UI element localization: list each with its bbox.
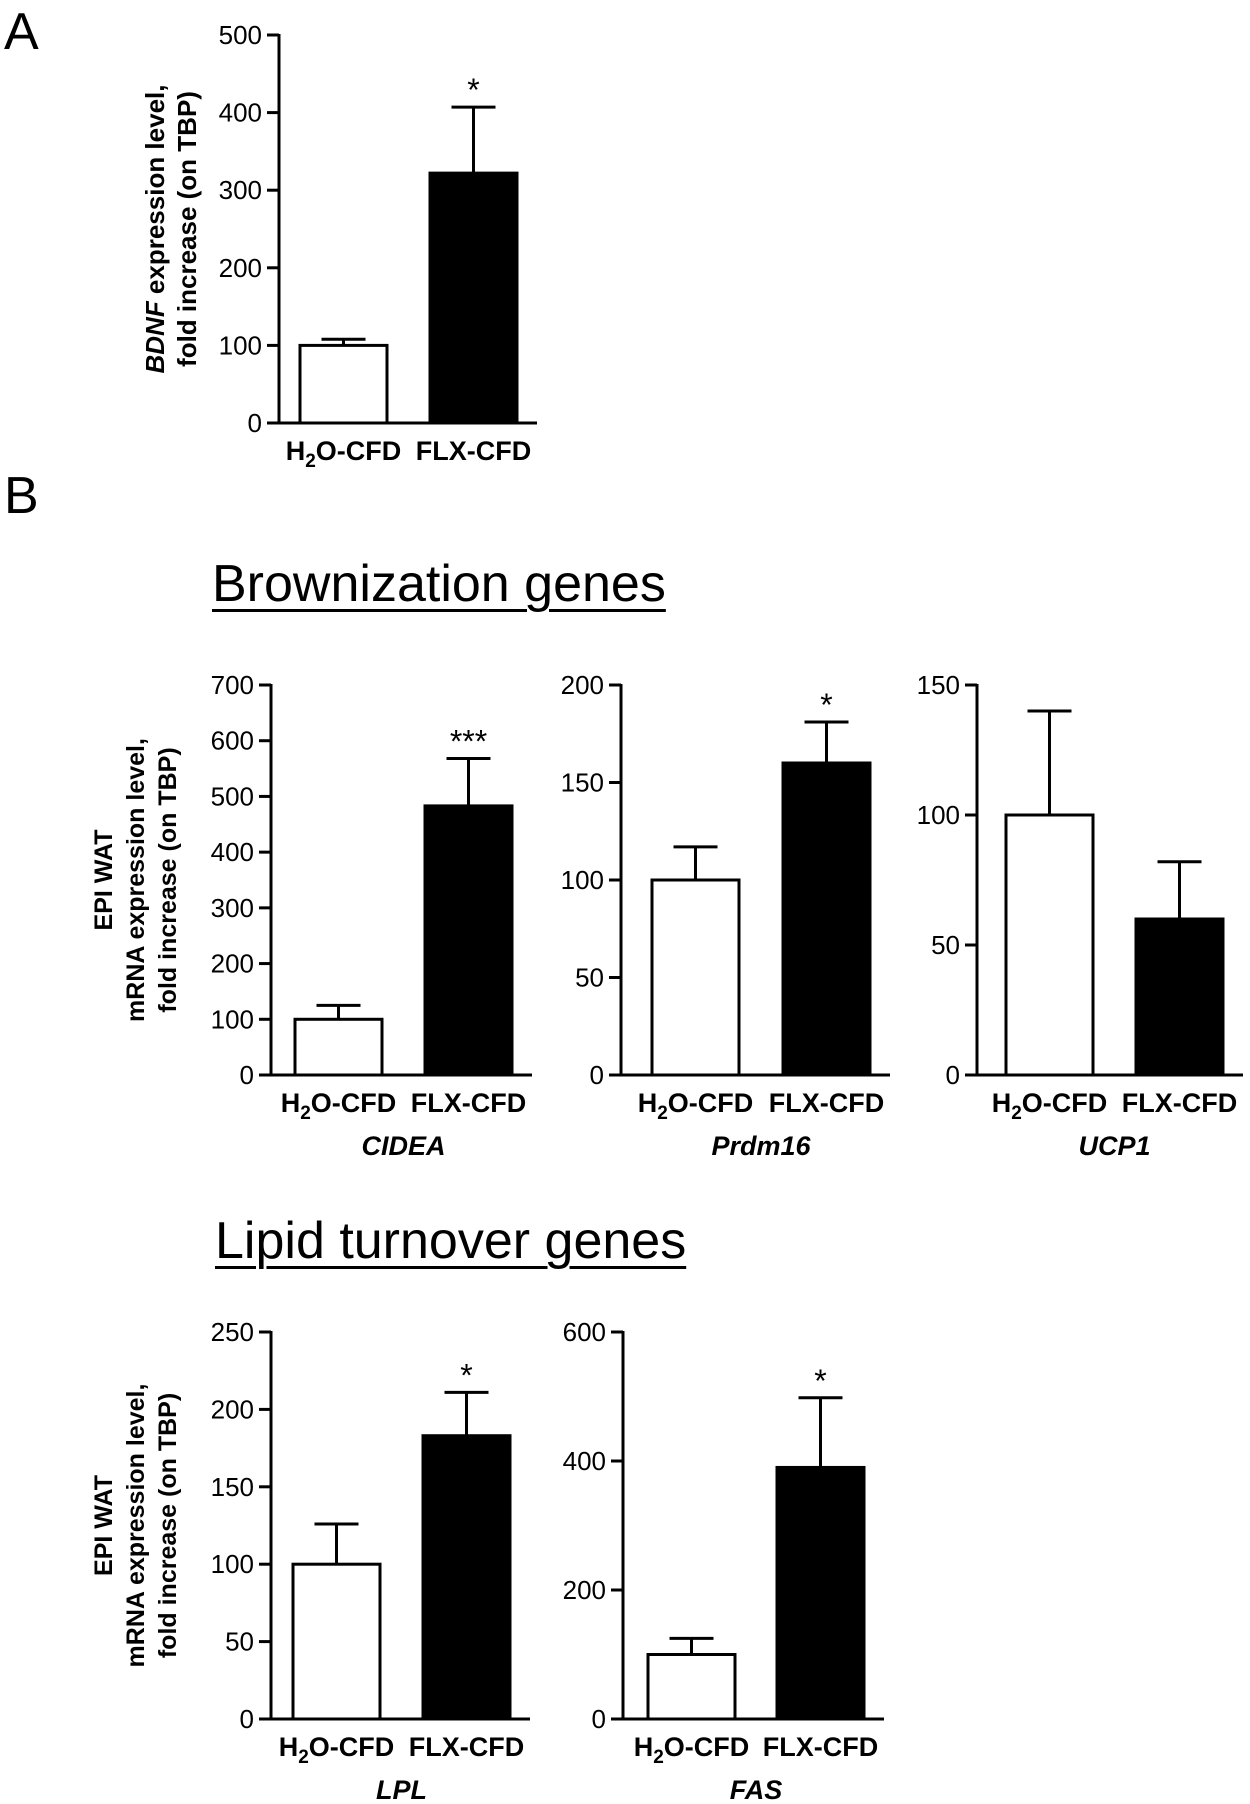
lpl-y-label-line-0: EPI WAT — [90, 1475, 118, 1576]
cidea-y-tick-label: 200 — [211, 949, 254, 979]
cidea-y-label-line-1: mRNA expression level, — [122, 738, 150, 1022]
prdm16-category-label-1: FLX-CFD — [769, 1088, 884, 1118]
ucp1-bar-1 — [1134, 917, 1225, 1077]
cidea-y-label-line-2: fold increase (on TBP) — [154, 747, 182, 1012]
prdm16-x-label: Prdm16 — [711, 1131, 811, 1161]
cidea-y-tick-label: 0 — [240, 1060, 254, 1090]
prdm16-category-label-0: H2O-CFD — [638, 1088, 754, 1124]
cidea-significance-1: *** — [450, 724, 487, 760]
lpl-y-tick-label: 250 — [211, 1317, 254, 1347]
fas-y-tick-label: 600 — [563, 1317, 606, 1347]
bdnf-y-tick-label: 500 — [219, 20, 262, 50]
brownization-title: Brownization genes — [212, 555, 666, 613]
lpl-category-label-0: H2O-CFD — [279, 1732, 395, 1768]
ucp1-bar-0 — [1004, 813, 1095, 1077]
bdnf-category-label-0: H2O-CFD — [286, 436, 402, 472]
bdnf-bar-1 — [428, 171, 519, 425]
ucp1-category-label-1: FLX-CFD — [1122, 1088, 1237, 1118]
cidea-y-tick-label: 700 — [211, 670, 254, 700]
lpl-bar-0 — [291, 1562, 382, 1721]
ucp1-y-tick-label: 150 — [917, 670, 960, 700]
bdnf-y-label-line-1: fold increase (on TBP) — [172, 91, 202, 367]
ucp1-y-tick-label: 100 — [917, 800, 960, 830]
fas-bar-0 — [646, 1653, 737, 1721]
bdnf-category-label-1: FLX-CFD — [416, 436, 531, 466]
bdnf-y-label-line-0: BDNF expression level, — [140, 84, 170, 373]
bdnf-y-tick-label: 400 — [219, 98, 262, 128]
cidea-y-tick-label: 600 — [211, 726, 254, 756]
cidea-y-tick-label: 400 — [211, 837, 254, 867]
fas-y-tick-label: 400 — [563, 1446, 606, 1476]
fas-y-tick-label: 200 — [563, 1575, 606, 1605]
lpl-y-tick-label: 200 — [211, 1394, 254, 1424]
cidea-category-label-1: FLX-CFD — [411, 1088, 526, 1118]
lpl-bar-1 — [421, 1434, 512, 1721]
lipid-turnover-title: Lipid turnover genes — [215, 1212, 687, 1270]
prdm16-y-tick-label: 0 — [590, 1060, 604, 1090]
bdnf-y-tick-label: 0 — [248, 408, 262, 438]
lpl-significance-1: * — [460, 1357, 472, 1393]
cidea-y-tick-label: 300 — [211, 893, 254, 923]
bdnf-bar-0 — [298, 343, 389, 425]
lpl-y-label-line-2: fold increase (on TBP) — [154, 1393, 182, 1658]
lpl-y-label-line-1: mRNA expression level, — [122, 1384, 150, 1668]
cidea-bar-0 — [293, 1017, 384, 1077]
cidea-y-tick-label: 500 — [211, 781, 254, 811]
lpl-y-tick-label: 0 — [240, 1704, 254, 1734]
prdm16-bar-0 — [650, 878, 741, 1077]
prdm16-y-tick-label: 50 — [575, 963, 604, 993]
cidea-category-label-0: H2O-CFD — [281, 1088, 397, 1124]
bdnf-y-tick-label: 200 — [219, 253, 262, 283]
prdm16-y-tick-label: 150 — [561, 768, 604, 798]
panel-label-b: B — [4, 467, 39, 525]
lpl-y-tick-label: 50 — [225, 1627, 254, 1657]
cidea-bar-1 — [423, 804, 514, 1077]
prdm16-y-tick-label: 100 — [561, 865, 604, 895]
fas-bar-1 — [775, 1465, 866, 1721]
prdm16-significance-1: * — [820, 687, 832, 723]
prdm16-bar-1 — [781, 761, 872, 1077]
ucp1-x-label: UCP1 — [1078, 1131, 1150, 1161]
bdnf-significance-1: * — [467, 72, 479, 108]
lpl-category-label-1: FLX-CFD — [409, 1732, 524, 1762]
ucp1-y-tick-label: 50 — [931, 930, 960, 960]
lpl-y-tick-label: 100 — [211, 1549, 254, 1579]
lpl-y-tick-label: 150 — [211, 1472, 254, 1502]
cidea-y-label-line-0: EPI WAT — [90, 830, 118, 931]
lpl-x-label: LPL — [376, 1775, 427, 1804]
fas-category-label-1: FLX-CFD — [763, 1732, 878, 1762]
fas-significance-1: * — [814, 1363, 826, 1399]
bdnf-y-tick-label: 100 — [219, 330, 262, 360]
fas-x-label: FAS — [730, 1775, 783, 1804]
ucp1-category-label-0: H2O-CFD — [992, 1088, 1108, 1124]
fas-category-label-0: H2O-CFD — [634, 1732, 750, 1768]
panel-label-a: A — [4, 3, 39, 61]
fas-y-tick-label: 0 — [592, 1704, 606, 1734]
cidea-y-tick-label: 100 — [211, 1004, 254, 1034]
cidea-x-label: CIDEA — [361, 1131, 445, 1161]
ucp1-y-tick-label: 0 — [946, 1060, 960, 1090]
prdm16-y-tick-label: 200 — [561, 670, 604, 700]
bdnf-y-tick-label: 300 — [219, 175, 262, 205]
